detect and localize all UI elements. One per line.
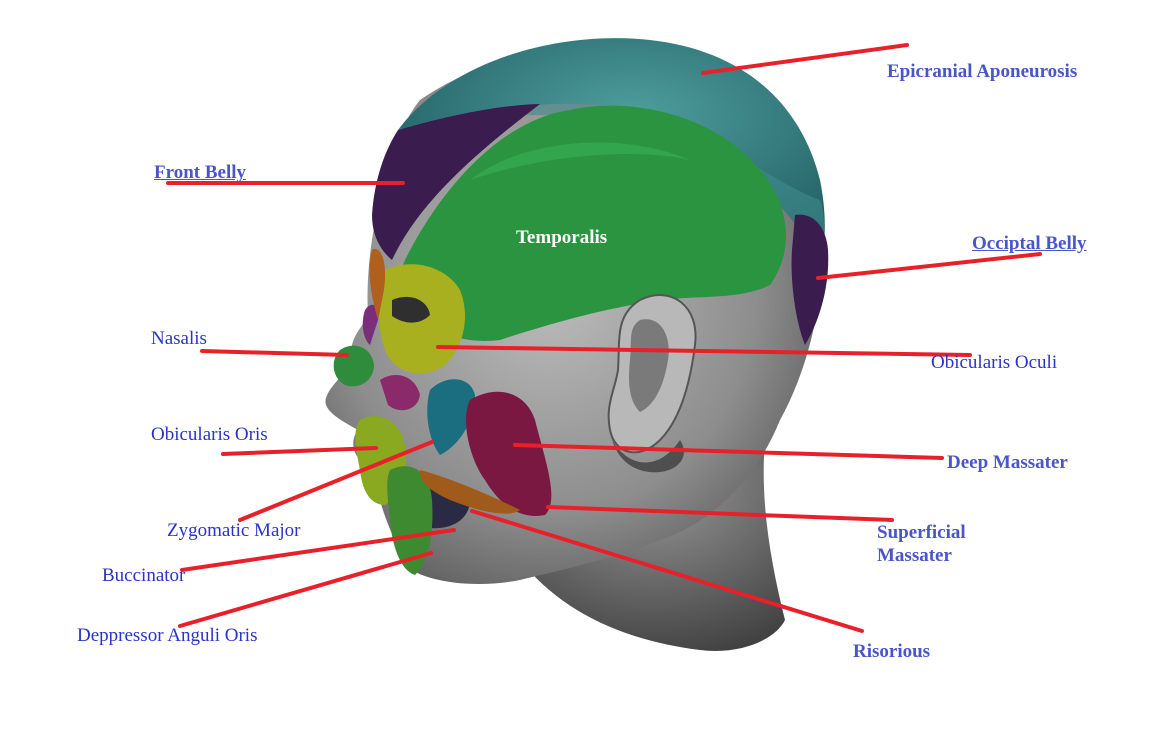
leader-deppressor — [178, 551, 433, 628]
label-deppressor-anguli-oris: Deppressor Anguli Oris — [77, 625, 258, 646]
zygomatic-region — [427, 379, 475, 455]
label-occipital-belly: Occiptal Belly — [972, 233, 1087, 254]
leader-superficial-massater — [546, 505, 894, 522]
leader-nasalis — [200, 349, 349, 357]
label-front-belly: Front Belly — [154, 162, 247, 183]
depressor-region — [387, 466, 433, 575]
label-buccinator: Buccinator — [102, 565, 186, 586]
temporalis-highlight — [470, 142, 690, 180]
label-epicranial-aponeurosis: Epicranial Aponeurosis — [887, 61, 1078, 82]
risorius-region — [419, 470, 520, 514]
frontal-belly-region — [372, 104, 540, 260]
leader-buccinator — [180, 528, 456, 572]
leader-obicularis-oris — [221, 446, 378, 456]
leader-risorious — [470, 509, 864, 633]
ear-shadow — [612, 440, 684, 473]
label-nasalis: Nasalis — [151, 328, 207, 349]
epicranial-aponeurosis-region — [398, 38, 825, 260]
label-deep-massater: Deep Massater — [947, 452, 1068, 473]
deep-massater-region — [465, 391, 552, 516]
leader-obicularis-oculi — [436, 345, 972, 357]
ear-inner — [629, 319, 669, 412]
leader-epicranial — [701, 43, 909, 75]
label-superficial-massater: Superficial Massater — [877, 522, 966, 566]
leader-lines — [166, 43, 1042, 633]
nasal-purple-strip — [362, 304, 379, 345]
label-zygomatic-major: Zygomatic Major — [167, 520, 301, 541]
label-temporalis: Temporalis — [516, 227, 608, 248]
nasal-orange-strip — [369, 249, 386, 320]
leader-zygomatic — [238, 440, 434, 522]
leader-occipital — [816, 252, 1042, 280]
leader-deep-massater — [513, 443, 944, 460]
eye-shape — [392, 296, 430, 323]
label-risorious: Risorious — [853, 641, 931, 662]
label-obicularis-oculi: Obicularis Oculi — [931, 352, 1058, 373]
levator-region — [380, 375, 420, 411]
occipital-belly-region — [791, 214, 829, 345]
label-obicularis-oris: Obicularis Oris — [151, 424, 268, 445]
